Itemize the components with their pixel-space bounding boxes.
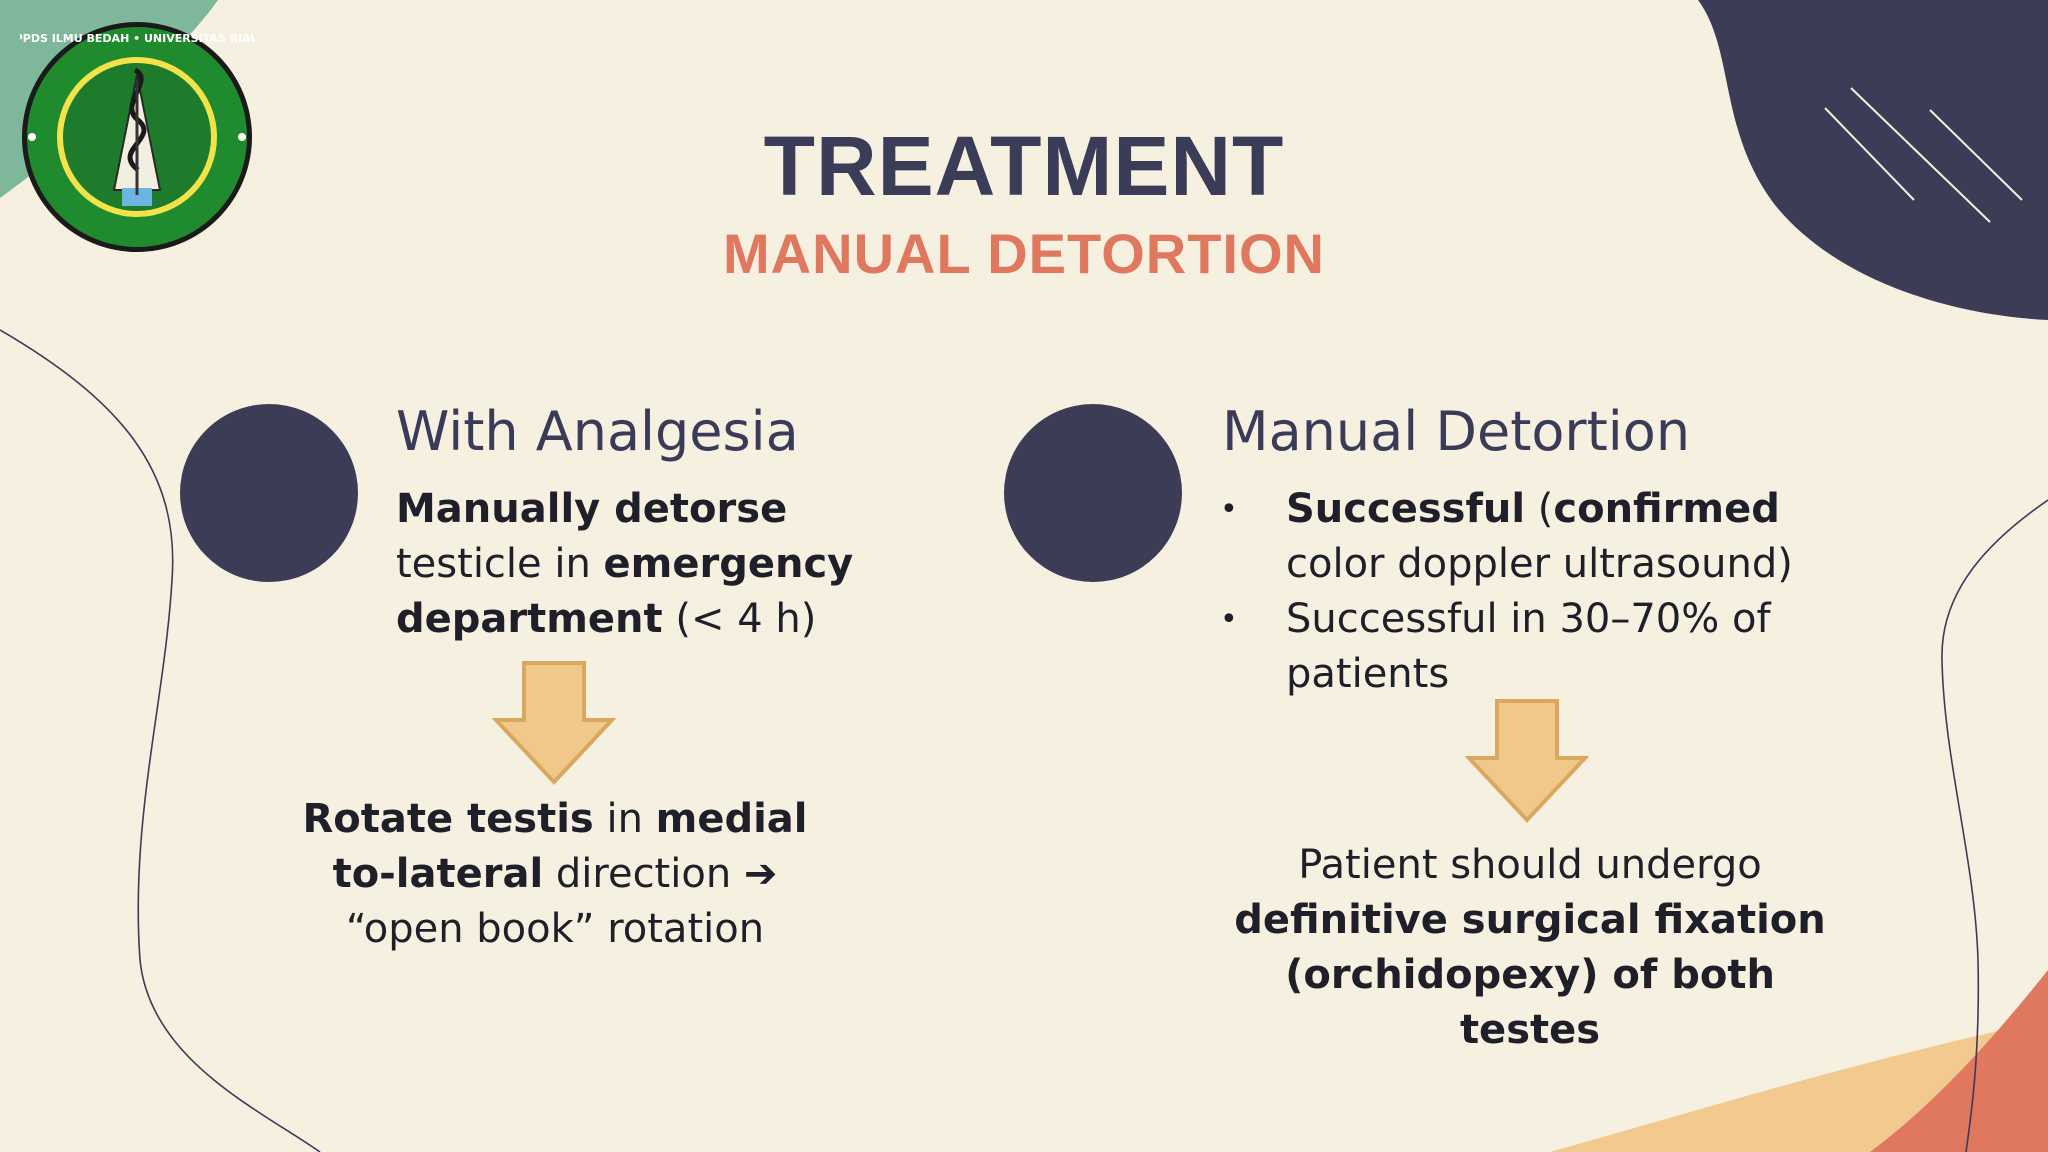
left-result-text-2: direction <box>543 851 744 897</box>
left-result-text-1: in <box>593 796 656 842</box>
right-heading: Manual Detortion <box>1222 400 1691 463</box>
left-desc-text-2: (< 4 h) <box>662 596 817 642</box>
right-curve-line <box>1941 499 2048 1152</box>
coral-corner-shape <box>1870 970 2048 1152</box>
list-item: • Successful (confirmed color doppler ult… <box>1220 482 1880 592</box>
left-heading: With Analgesia <box>396 400 799 463</box>
bullet-1-text-1: ( <box>1525 486 1554 532</box>
left-result-text-3: “open book” rotation <box>345 906 765 952</box>
right-result-bold: definitive surgical fixation (orchidopex… <box>1234 897 1826 1053</box>
right-bullet-list: • Successful (confirmed color doppler ult… <box>1220 482 1880 702</box>
bullet-1-bold-1: Successful <box>1286 486 1526 532</box>
left-description: Manually detorse testicle in emergency d… <box>396 482 876 647</box>
logo-text: PPDS ILMU BEDAH • UNIVERSITAS RIAU <box>20 32 255 45</box>
deco-line <box>1929 109 2023 201</box>
navy-blob-shape <box>1698 0 2048 320</box>
right-result-text: Patient should undergo <box>1298 842 1762 888</box>
left-circle-marker <box>180 404 358 582</box>
left-result-bold-2: medial to-lateral <box>332 796 808 897</box>
down-arrow-icon <box>1465 699 1589 823</box>
page-subtitle: MANUAL DETORTION <box>723 222 1325 285</box>
list-item: • Successful in 30–70% of patients <box>1220 592 1880 702</box>
left-result-bold-1: Rotate testis <box>302 796 594 842</box>
bullet-1-text-2: color doppler ultrasound) <box>1286 541 1793 587</box>
deco-line <box>1850 87 1991 223</box>
bullet-marker: • <box>1220 602 1238 637</box>
left-result: Rotate testis in medial to-lateral direc… <box>300 792 810 957</box>
left-desc-bold-2: emergency department <box>396 541 854 642</box>
bullet-2-text: Successful in 30–70% of patients <box>1286 596 1771 697</box>
bullet-1-bold-2: confirmed <box>1553 486 1780 532</box>
left-desc-bold-1: Manually detorse <box>396 486 788 532</box>
bullet-marker: • <box>1220 492 1238 527</box>
left-curve-line <box>0 329 321 1152</box>
deco-line <box>1824 107 1915 201</box>
right-result: Patient should undergo definitive surgic… <box>1230 838 1830 1058</box>
page-title: TREATMENT <box>763 119 1285 213</box>
right-arrow-icon: ➔ <box>743 851 778 897</box>
right-circle-marker <box>1004 404 1182 582</box>
left-desc-text-1: testicle in <box>396 541 604 587</box>
down-arrow-icon <box>492 661 616 785</box>
university-seal-icon: PPDS ILMU BEDAH • UNIVERSITAS RIAU <box>20 22 255 252</box>
